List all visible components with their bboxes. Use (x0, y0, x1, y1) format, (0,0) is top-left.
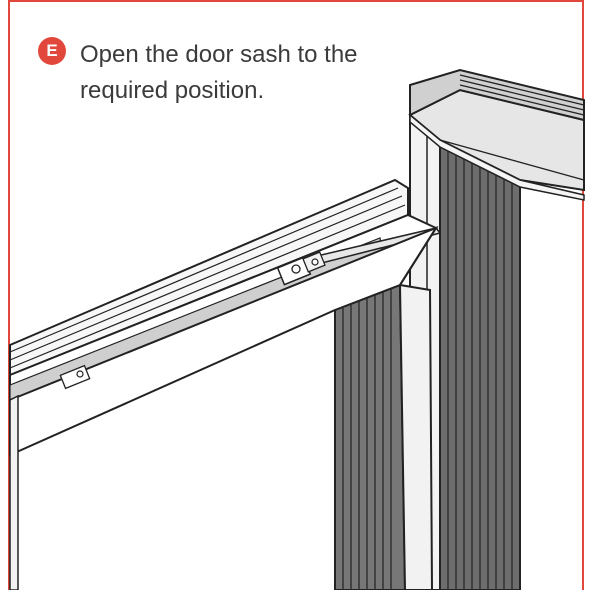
sash-head (9, 178, 442, 457)
step-badge-icon: E (38, 37, 66, 65)
hinge-mechanism (59, 251, 326, 390)
middle-upright (334, 283, 434, 590)
left-upright (9, 394, 19, 590)
step-instruction: Open the door sash to the required posit… (80, 41, 358, 104)
panel-border (8, 0, 584, 590)
top-right-head (408, 68, 585, 201)
